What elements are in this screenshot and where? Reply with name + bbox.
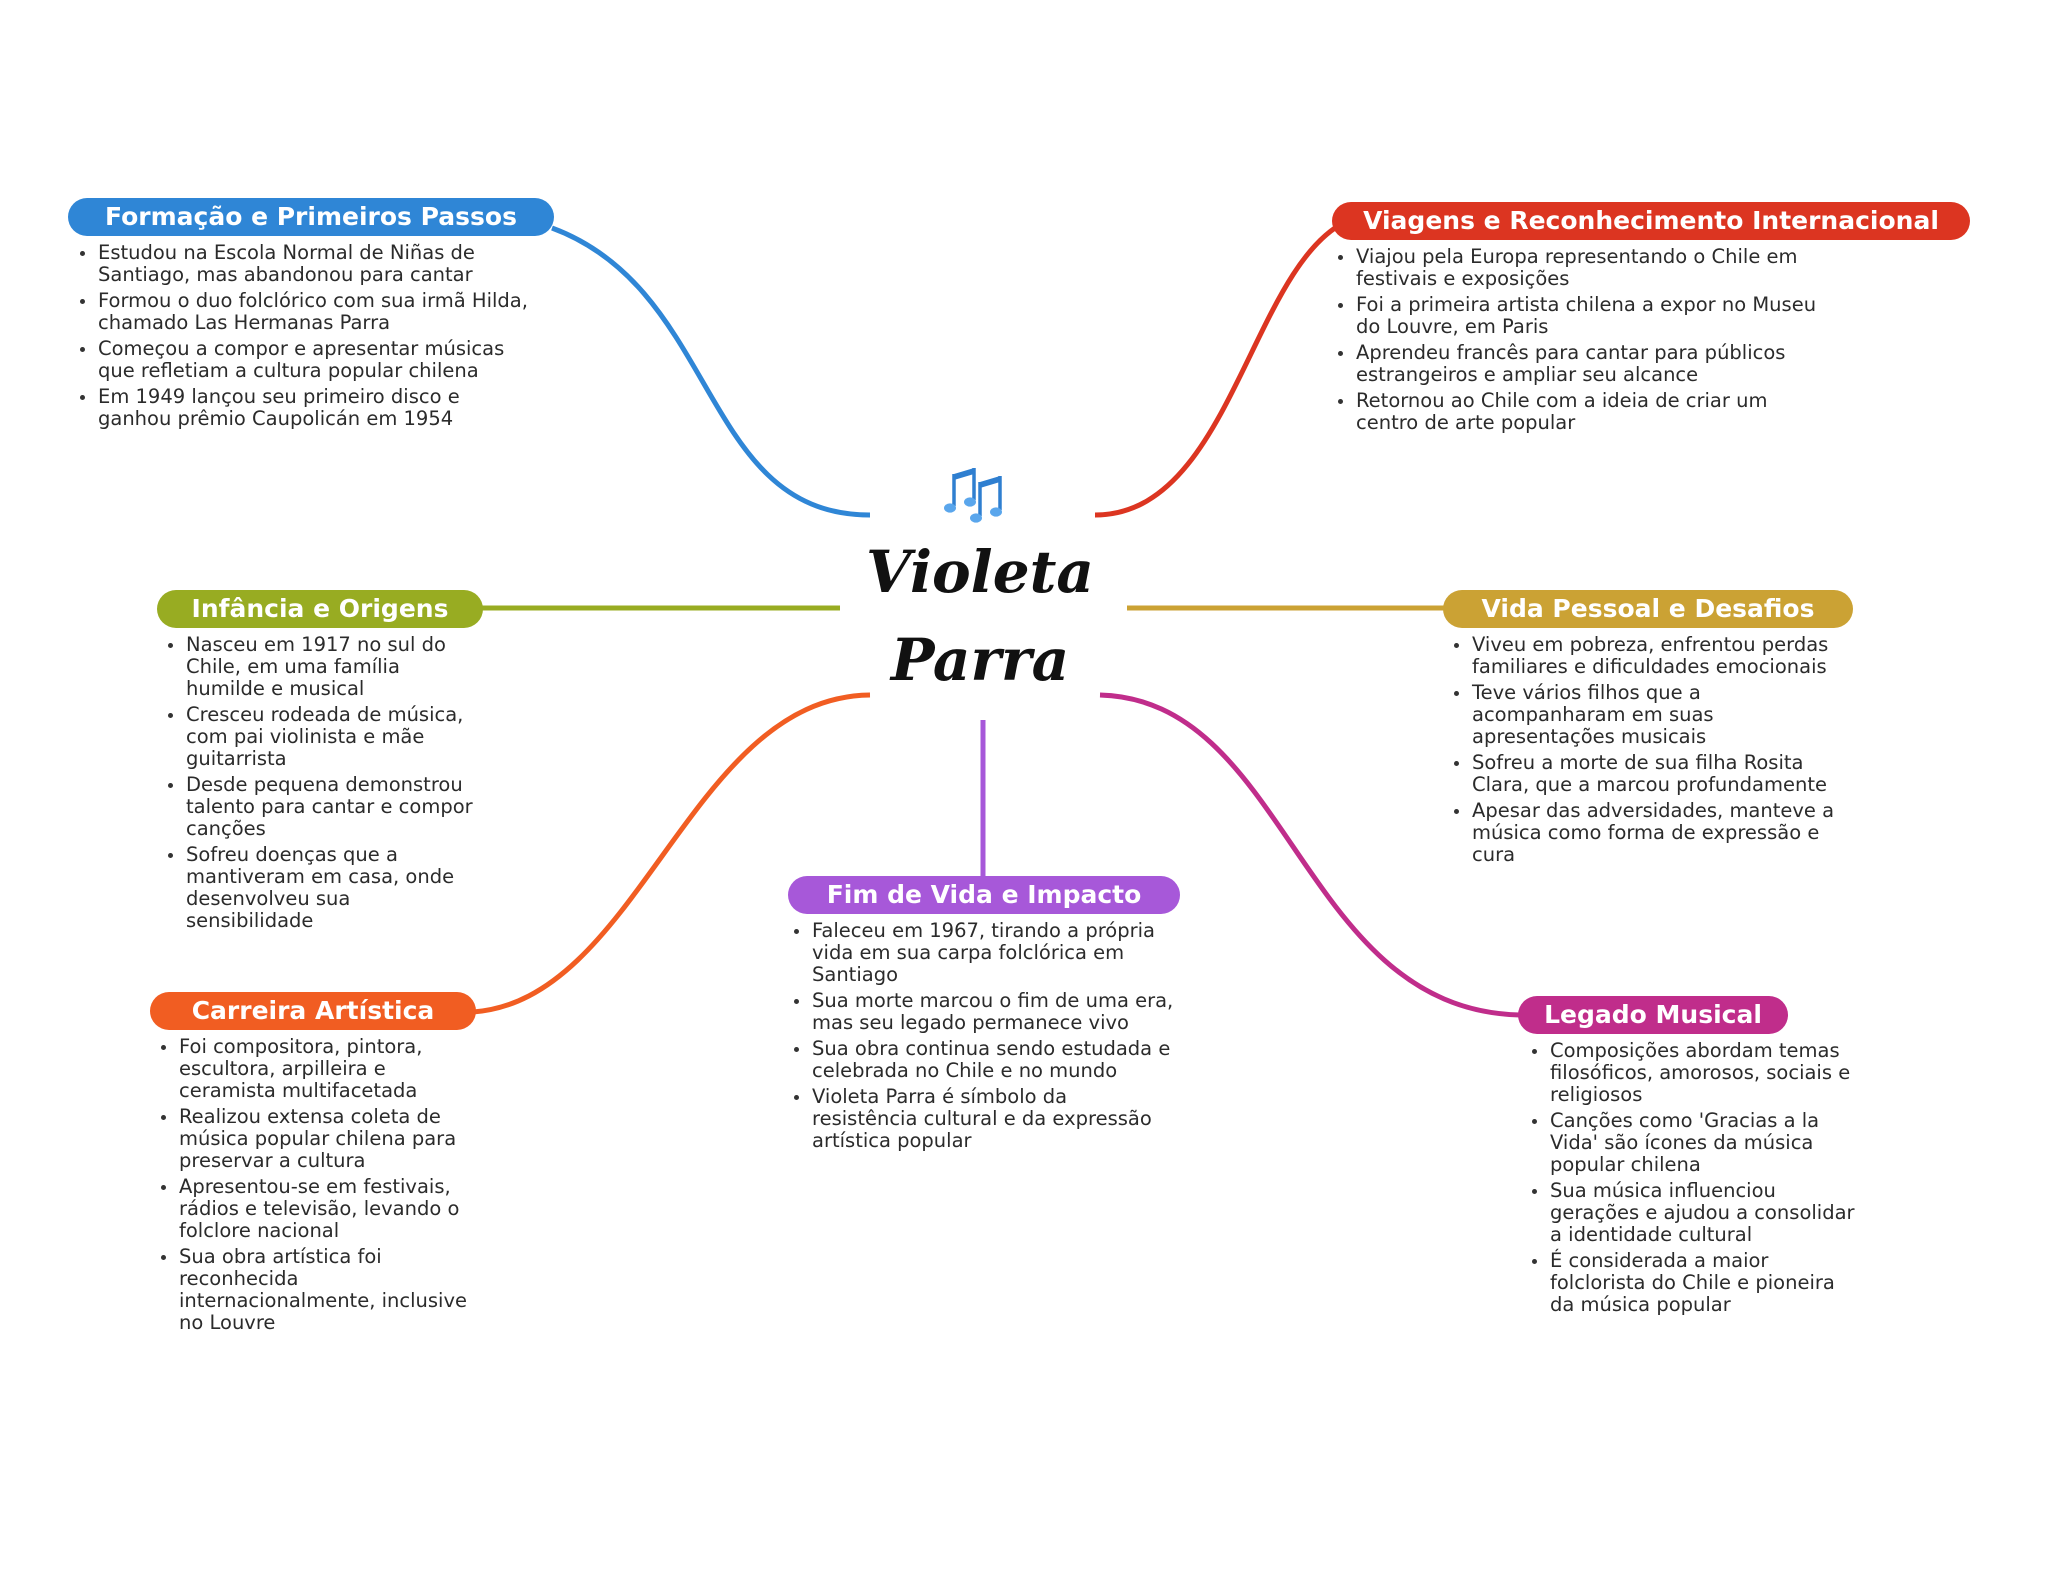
branch-vida-list: Viveu em pobreza, enfrentou perdas famil… bbox=[1448, 634, 1848, 870]
list-item: Estudou na Escola Normal de Niñas de San… bbox=[74, 242, 534, 286]
list-item: Aprendeu francês para cantar para públic… bbox=[1332, 342, 1832, 386]
list-item: Nasceu em 1917 no sul do Chile, em uma f… bbox=[162, 634, 482, 700]
music-notes-icon bbox=[940, 462, 1006, 532]
link-formacao bbox=[551, 225, 871, 518]
central-topic-title: Violeta Parra bbox=[860, 528, 1100, 704]
branch-formacao-list: Estudou na Escola Normal de Niñas de San… bbox=[74, 242, 534, 434]
list-item: Retornou ao Chile com a ideia de criar u… bbox=[1332, 390, 1832, 434]
link-carreira bbox=[472, 692, 871, 1015]
list-item: Sua música influenciou gerações e ajudou… bbox=[1526, 1180, 1856, 1246]
list-item: Sua morte marcou o fim de uma era, mas s… bbox=[788, 990, 1178, 1034]
title-line-2: Parra bbox=[890, 626, 1070, 694]
list-item: Canções como 'Gracias a la Vida' são íco… bbox=[1526, 1110, 1856, 1176]
list-item: Composições abordam temas filosóficos, a… bbox=[1526, 1040, 1856, 1106]
branch-fim-label: Fim de Vida e Impacto bbox=[788, 876, 1180, 914]
branch-carreira-list: Foi compositora, pintora, escultora, arp… bbox=[155, 1036, 475, 1338]
list-item: Sua obra artística foi reconhecida inter… bbox=[155, 1246, 475, 1334]
list-item: É considerada a maior folclorista do Chi… bbox=[1526, 1250, 1856, 1316]
branch-viagens-label: Viagens e Reconhecimento Internacional bbox=[1332, 202, 1970, 240]
branch-formacao-label: Formação e Primeiros Passos bbox=[68, 198, 554, 236]
list-item: Começou a compor e apresentar músicas qu… bbox=[74, 338, 534, 382]
link-legado bbox=[1099, 692, 1521, 1018]
branch-viagens-list: Viajou pela Europa representando o Chile… bbox=[1332, 246, 1832, 438]
list-item: Cresceu rodeada de música, com pai violi… bbox=[162, 704, 482, 770]
list-item: Violeta Parra é símbolo da resistência c… bbox=[788, 1086, 1178, 1152]
list-item: Viveu em pobreza, enfrentou perdas famil… bbox=[1448, 634, 1848, 678]
branch-legado-list: Composições abordam temas filosóficos, a… bbox=[1526, 1040, 1856, 1320]
list-item: Faleceu em 1967, tirando a própria vida … bbox=[788, 920, 1178, 986]
list-item: Viajou pela Europa representando o Chile… bbox=[1332, 246, 1832, 290]
branch-infancia-list: Nasceu em 1917 no sul do Chile, em uma f… bbox=[162, 634, 482, 936]
list-item: Apesar das adversidades, manteve a músic… bbox=[1448, 800, 1848, 866]
list-item: Teve vários filhos que a acompanharam em… bbox=[1448, 682, 1848, 748]
list-item: Em 1949 lançou seu primeiro disco e ganh… bbox=[74, 386, 534, 430]
branch-fim-list: Faleceu em 1967, tirando a própria vida … bbox=[788, 920, 1178, 1156]
title-line-1: Violeta bbox=[865, 538, 1094, 606]
branch-legado-label: Legado Musical bbox=[1518, 996, 1788, 1034]
list-item: Realizou extensa coleta de música popula… bbox=[155, 1106, 475, 1172]
branch-infancia-label: Infância e Origens bbox=[157, 590, 483, 628]
list-item: Sua obra continua sendo estudada e celeb… bbox=[788, 1038, 1178, 1082]
list-item: Sofreu a morte de sua filha Rosita Clara… bbox=[1448, 752, 1848, 796]
list-item: Desde pequena demonstrou talento para ca… bbox=[162, 774, 482, 840]
list-item: Foi a primeira artista chilena a expor n… bbox=[1332, 294, 1832, 338]
list-item: Sofreu doenças que a mantiveram em casa,… bbox=[162, 844, 482, 932]
list-item: Apresentou-se em festivais, rádios e tel… bbox=[155, 1176, 475, 1242]
list-item: Foi compositora, pintora, escultora, arp… bbox=[155, 1036, 475, 1102]
branch-vida-label: Vida Pessoal e Desafios bbox=[1443, 590, 1853, 628]
list-item: Formou o duo folclórico com sua irmã Hil… bbox=[74, 290, 534, 334]
link-viagens bbox=[1094, 219, 1347, 518]
branch-carreira-label: Carreira Artística bbox=[150, 992, 476, 1030]
